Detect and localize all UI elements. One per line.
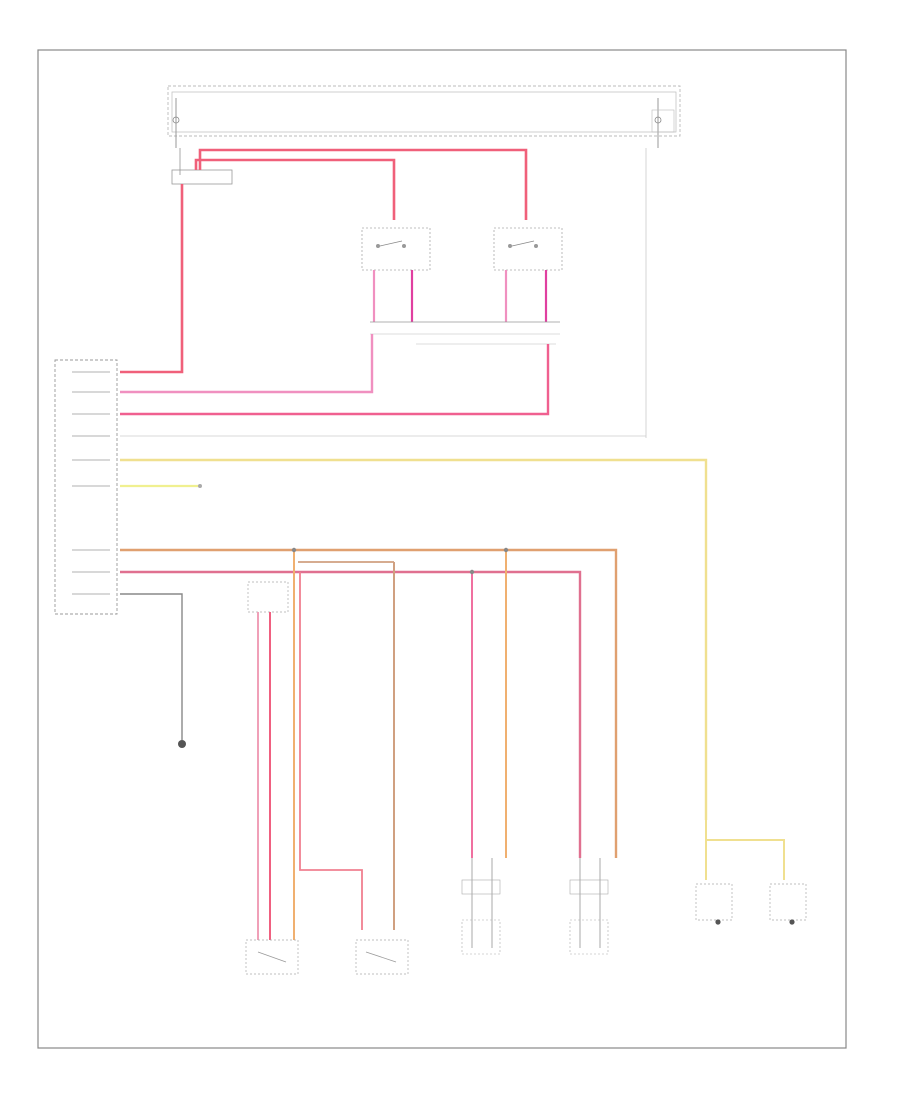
switch-contact-icon [508, 244, 512, 248]
driver-door-lock-switch [361, 227, 431, 271]
splice-icon [291, 547, 297, 553]
switch-contact-icon [376, 244, 380, 248]
switch-contact-icon [534, 244, 538, 248]
ground-icon [789, 919, 795, 925]
splice-icon [503, 547, 509, 553]
module-ground [120, 593, 186, 748]
right-front-door-lock-actuator [355, 939, 409, 975]
ground-point-icon [198, 484, 202, 488]
ground-icon [715, 919, 721, 925]
left-front-door-lock-actuator [245, 939, 299, 975]
fuse-left-icon [172, 116, 180, 124]
door-motor-bus [120, 547, 618, 940]
right-rear-door-lock-actuator [569, 858, 609, 955]
ground-icon [178, 740, 186, 748]
passenger-door-lock-switch [493, 227, 563, 271]
left-door-key-switch [247, 581, 289, 940]
left-rear-door-lock-actuator [461, 858, 501, 955]
switch-output-wires [120, 270, 646, 437]
right-side-wires [120, 458, 708, 820]
splice-icon [469, 569, 475, 575]
power-feed-wires [120, 148, 647, 438]
diagram-frame [37, 49, 847, 1049]
splice-connector-top [171, 169, 233, 185]
central-timer-module [54, 359, 118, 615]
door-ajar-switches [695, 820, 807, 925]
fuse-relay-box [167, 85, 681, 148]
fuse-right-icon [654, 116, 662, 124]
switch-contact-icon [402, 244, 406, 248]
